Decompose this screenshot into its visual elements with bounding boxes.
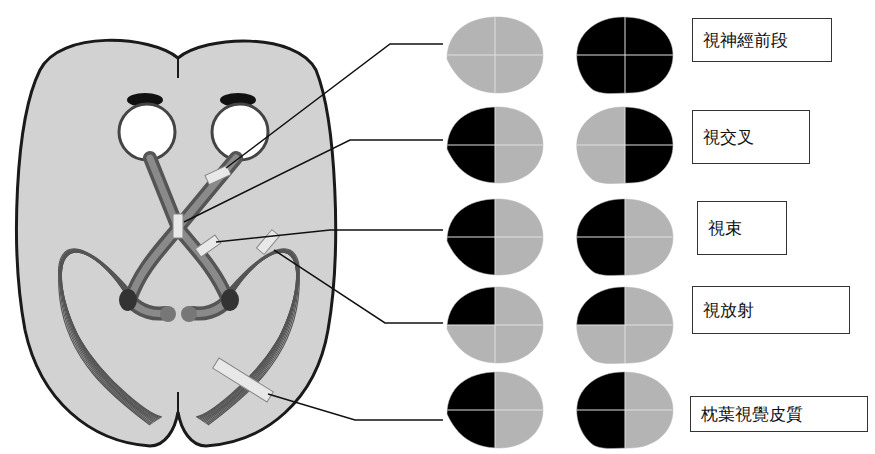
field-intact [495,105,545,145]
field-intact [625,370,675,410]
label-box: 視交叉 [692,110,810,164]
visual-field [445,285,545,365]
field-fill [575,285,675,365]
leader-line [184,44,443,420]
visual-field [445,15,545,95]
optic-radiation [59,249,300,425]
field-defect [575,55,625,95]
quadrant-line [575,197,675,277]
field-fill [575,370,675,450]
quadrant-line [445,285,545,365]
field-intact [495,15,545,55]
field-fill [575,197,675,277]
visual-field [445,370,545,450]
field-intact [445,15,495,55]
visual-field [575,105,675,185]
field-intact [495,370,545,410]
quadrant-line [445,15,545,95]
field-defect [575,285,625,325]
field-intact [625,285,675,325]
field-intact [575,145,625,185]
field-intact [575,325,625,365]
label-text: 視束 [708,218,742,238]
eyeball [119,104,175,160]
quadrant-line [575,285,675,365]
field-defect [445,237,495,277]
field-defect [575,410,625,450]
field-intact [495,285,545,325]
colliculus [181,306,197,322]
field-fill [445,15,545,95]
quadrant-line [445,197,545,277]
field-defect [445,285,495,325]
field-defect [575,370,625,410]
visual-field [445,197,545,277]
field-outline [447,107,543,183]
field-fill [575,105,675,185]
field-outline [447,287,543,363]
field-defect [445,410,495,450]
visual-fields [445,15,675,450]
field-defect [575,237,625,277]
field-intact [445,55,495,95]
colliculus [160,306,176,322]
quadrant-line [575,370,675,450]
field-intact [495,197,545,237]
visual-field [575,197,675,277]
field-defect [445,197,495,237]
visual-field [575,285,675,365]
field-defect [445,145,495,185]
field-fill [575,15,675,95]
field-outline [577,287,673,364]
quadrant-line [445,105,545,185]
label-box: 視束 [697,201,787,255]
field-outline [577,199,673,276]
field-outline [577,17,673,94]
label-box: 枕葉視覺皮質 [690,396,868,432]
quadrant-line [445,370,545,450]
eyeball [212,104,268,160]
lgn [221,289,239,311]
field-outline [577,372,673,449]
label-text: 視神經前段 [703,30,788,50]
visual-field [575,370,675,450]
lgn [119,289,137,311]
field-outline [447,372,543,448]
visual-field [575,15,675,95]
field-fill [445,285,545,365]
label-text: 視放射 [703,300,754,320]
label-text: 視交叉 [703,127,754,147]
quadrant-line [575,15,675,95]
label-text: 枕葉視覺皮質 [701,404,803,424]
optic-pathway [130,158,236,314]
quadrant-line [575,105,675,185]
brain-outline [17,40,336,446]
field-defect [625,105,675,145]
field-outline [447,17,543,93]
field-defect [445,105,495,145]
field-intact [625,197,675,237]
field-intact [445,325,495,365]
field-fill [445,370,545,450]
field-fill [445,105,545,185]
field-defect [625,15,675,55]
field-defect [575,15,625,55]
field-outline [577,107,673,184]
field-defect [575,197,625,237]
visual-field [445,105,545,185]
label-box: 視放射 [692,286,850,334]
field-defect [445,370,495,410]
field-outline [447,199,543,275]
field-fill [445,197,545,277]
field-intact [575,105,625,145]
label-box: 視神經前段 [692,18,832,62]
